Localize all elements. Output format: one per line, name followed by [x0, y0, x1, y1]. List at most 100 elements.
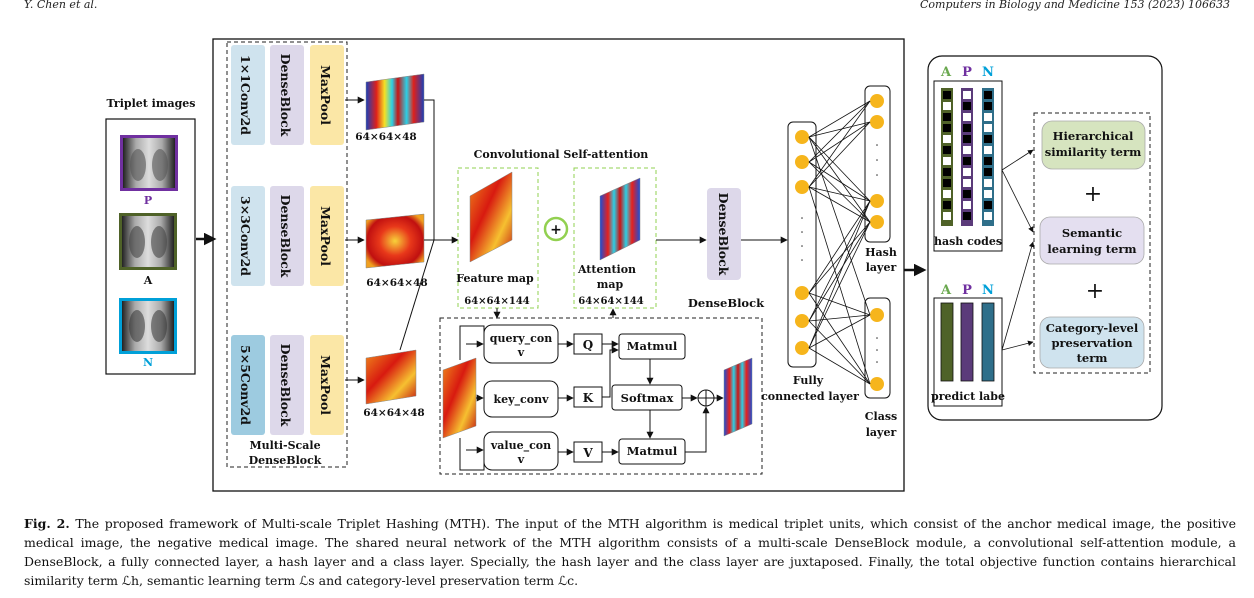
hash-code-bit	[984, 168, 992, 176]
hash-code-bit	[963, 201, 971, 209]
key-conv-box	[483, 380, 559, 418]
conv5x5-block	[231, 335, 265, 435]
softmax-label: Softmax	[621, 391, 674, 405]
k-label: K	[583, 391, 594, 405]
hash-code-bit	[984, 190, 992, 198]
attention-map-size: 64×64×144	[578, 296, 644, 307]
feature-map-1	[365, 73, 425, 131]
hash-layer-label-2: layer	[866, 261, 897, 274]
pred-bar-p	[960, 302, 974, 382]
attention-map-label-2: map	[597, 278, 624, 291]
term-category-2: preservation	[1051, 336, 1133, 350]
fc-label-2: connected layer	[761, 390, 859, 403]
term-hierarchical	[1041, 120, 1146, 170]
hash-code-bit	[963, 135, 971, 143]
framework-diagram: Triplet images P A N 1×1Conv2d DenseBloc…	[105, 38, 1163, 492]
feature-map-dashed-box	[457, 167, 539, 309]
denseblock1	[270, 45, 304, 145]
attention-title: Convolutional Self-attention	[474, 148, 649, 161]
hash-code-bit	[943, 179, 951, 187]
pred-bar-n	[981, 302, 995, 382]
hash-code-bit	[943, 135, 951, 143]
hash-code-bit	[984, 124, 992, 132]
feature-map-3	[365, 349, 417, 405]
hash-code-bit	[943, 157, 951, 165]
class-layer	[864, 297, 891, 399]
header-authors: Y. Chen et al.	[24, 0, 98, 11]
positive-image	[120, 135, 178, 191]
anchor-label: A	[143, 274, 153, 287]
negative-image	[119, 298, 177, 354]
pred-n-label: N	[982, 283, 994, 298]
attention-map-dashed-box	[573, 167, 657, 309]
query-conv-label-2: v	[517, 346, 525, 359]
triplet-title: Triplet images	[107, 97, 196, 110]
matmul-top-label: Matmul	[627, 339, 678, 353]
term-category-1: Category-level	[1046, 321, 1139, 335]
hash-code-bit	[943, 113, 951, 121]
hash-code-bit	[963, 113, 971, 121]
conv1x1-block	[231, 45, 265, 145]
pred-bar-a	[940, 302, 954, 382]
maxpool1-label: MaxPool	[318, 65, 333, 125]
hash-a-label: A	[940, 65, 952, 80]
hash-code-bit	[963, 146, 971, 154]
figure-caption: Fig. 2. The proposed framework of Multi-…	[24, 514, 1236, 590]
pred-a-label: A	[940, 283, 952, 298]
attention-input-map	[442, 357, 477, 439]
fc-nodes	[795, 130, 809, 355]
hash-code-bit	[963, 157, 971, 165]
hash-code-bit	[963, 212, 971, 220]
negative-label: N	[143, 356, 153, 369]
denseblock-caption: DenseBlock	[688, 296, 765, 310]
hash-p-label: P	[962, 65, 972, 80]
plus-1: +	[1084, 182, 1102, 207]
attention-map-label-1: Attention	[577, 263, 636, 276]
size-label-3: 64×64×48	[363, 407, 424, 419]
term-semantic-1: Semantic	[1062, 226, 1122, 240]
denseblock3	[270, 335, 304, 435]
positive-label: P	[144, 194, 152, 207]
class-layer-label-2: layer	[866, 426, 897, 439]
hash-layer-label-1: Hash	[865, 246, 897, 259]
attention-map-image	[599, 177, 641, 261]
key-conv-label: key_conv	[494, 393, 550, 407]
size-label-1: 64×64×48	[355, 131, 416, 143]
objective-panel	[927, 55, 1163, 421]
hash-code-bit	[943, 124, 951, 132]
maxpool3	[310, 335, 344, 435]
hash-code-bit	[984, 135, 992, 143]
denseblock1-label: DenseBlock	[278, 54, 293, 137]
main-frame	[212, 38, 905, 492]
predict-label-text: predict labe	[931, 390, 1005, 403]
add-symbol-text: +	[550, 222, 562, 238]
maxpool2	[310, 186, 344, 286]
class-layer-label-1: Class	[865, 410, 897, 423]
denseblock2	[270, 186, 304, 286]
triplet-frame	[105, 118, 196, 375]
hash-code-bit	[943, 212, 951, 220]
denseblock3-label: DenseBlock	[278, 344, 293, 427]
hash-code-bits	[941, 88, 994, 226]
hash-code-bit	[943, 102, 951, 110]
v-label: V	[582, 446, 593, 460]
hash-code-bit	[943, 201, 951, 209]
anchor-image	[119, 213, 177, 270]
hash-code-bit	[984, 102, 992, 110]
feature-map-size: 64×64×144	[464, 296, 530, 307]
size-label-2: 64×64×48	[366, 277, 427, 289]
term-hierarchical-1: Hierarchical	[1053, 129, 1134, 143]
multiscale-container	[226, 41, 348, 468]
value-conv-label-1: value_con	[490, 439, 551, 453]
denseblock2-label: DenseBlock	[278, 195, 293, 278]
feature-map-image	[469, 171, 513, 263]
header-journal: Computers in Biology and Medicine 153 (2…	[920, 0, 1230, 11]
fc-label-1: Fully	[793, 374, 824, 387]
value-conv-box	[483, 431, 559, 471]
hash-code-bit	[943, 146, 951, 154]
term-hierarchical-2: similarity term	[1045, 145, 1141, 159]
term-semantic	[1039, 216, 1145, 265]
matmul-bottom-label: Matmul	[627, 444, 678, 458]
multiscale-label-2: DenseBlock	[249, 454, 322, 467]
hash-code-bit	[963, 124, 971, 132]
